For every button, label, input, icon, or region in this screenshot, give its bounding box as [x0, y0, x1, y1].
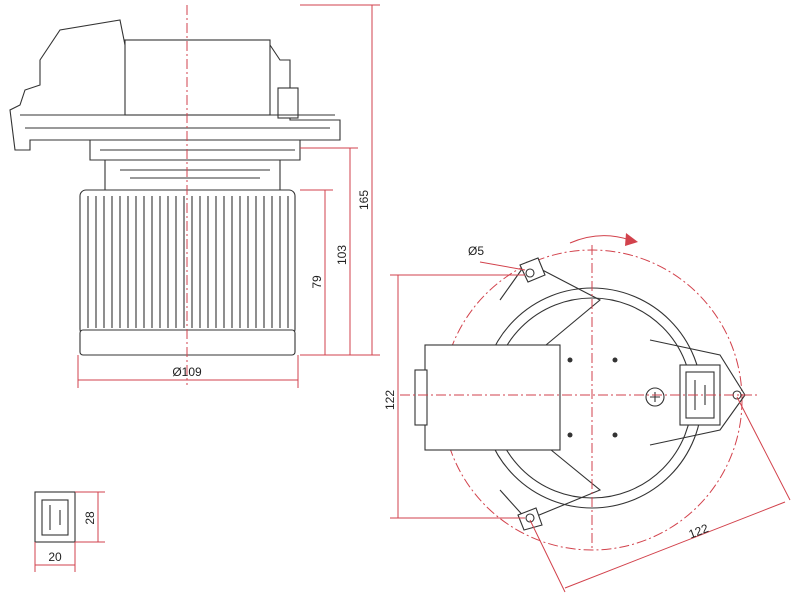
motor-case	[124, 39, 271, 116]
dim-hole-label: Ø5	[468, 244, 484, 258]
dim-28-label: 28	[83, 511, 97, 525]
mount-hole-top	[525, 268, 535, 278]
rotation-arrow	[569, 235, 631, 244]
dim-122-diagonal-lines	[529, 396, 791, 593]
dim-122-vertical-lines	[390, 274, 525, 519]
dim-79-lines	[300, 189, 333, 355]
dim-hole-leader	[479, 261, 526, 271]
connector-detail: 28 20	[34, 491, 105, 572]
rotation-arrowhead-icon	[625, 233, 638, 246]
mount-tab-bottom	[517, 507, 543, 531]
dim-165-lines	[300, 4, 380, 356]
dim-103-label: 103	[335, 245, 349, 265]
mount-hole-bottom	[525, 513, 535, 523]
dim-109-label: Ø109	[172, 365, 202, 379]
dim-79-label: 79	[310, 275, 324, 289]
connector-inner	[41, 499, 69, 536]
mount-flanges	[499, 261, 746, 521]
dim-20-lines	[34, 542, 76, 572]
neck-lines	[104, 160, 281, 190]
connector-pins	[49, 505, 61, 530]
dim-20-label: 20	[48, 550, 62, 564]
dim-122-vertical-label: 122	[383, 390, 397, 410]
dim-109-lines	[77, 355, 299, 388]
housing-lines	[20, 114, 335, 151]
side-view: 165 103 79 Ø109	[9, 4, 380, 388]
dim-28-lines	[75, 491, 105, 543]
dim-103-lines	[300, 147, 358, 355]
dim-165-label: 165	[357, 190, 371, 210]
fan-ribs	[87, 196, 289, 328]
screw-cross-icon	[650, 392, 660, 402]
side-connector	[277, 87, 299, 119]
dim-122-diagonal-label: 122	[687, 521, 711, 541]
motor-end-cap	[414, 369, 428, 426]
front-view: Ø5 122 122	[383, 233, 791, 593]
rivets	[567, 357, 618, 438]
motor-body	[424, 344, 561, 451]
front-centerlines	[400, 245, 760, 550]
